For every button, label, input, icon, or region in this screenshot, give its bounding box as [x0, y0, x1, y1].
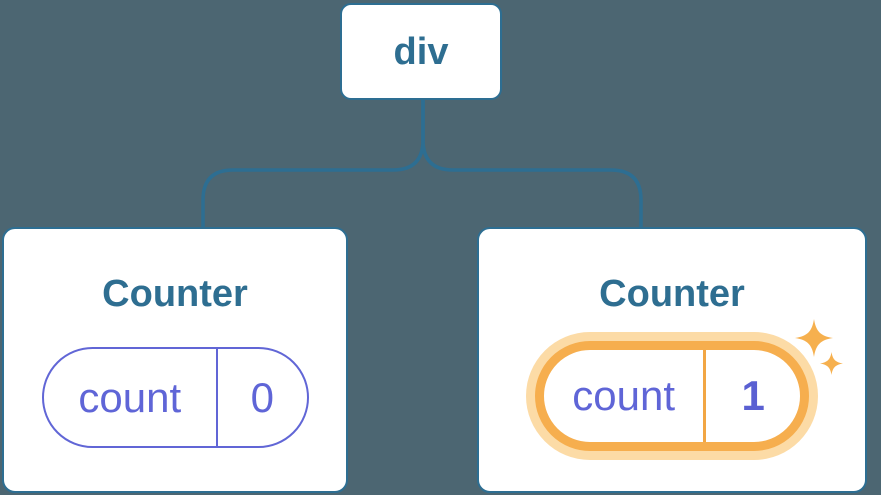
component-title: Counter — [102, 273, 248, 315]
counter-card-left: Counter count 0 — [2, 227, 348, 493]
state-badge-highlighted: count 1 — [535, 341, 809, 451]
badge-divider — [216, 349, 219, 446]
state-badge: count 0 — [41, 347, 309, 448]
connector-left-branch — [201, 99, 425, 230]
state-name-label: count — [78, 373, 182, 421]
counter-card-right: Counter count 1 — [477, 227, 867, 493]
state-name-label: count — [572, 372, 676, 419]
badge-divider — [703, 350, 707, 442]
sparkle-icon — [795, 319, 843, 375]
sparkle-large-icon — [795, 319, 833, 357]
state-value: 1 — [741, 372, 765, 419]
connector-right-branch — [421, 99, 643, 230]
component-title: Counter — [599, 273, 745, 315]
state-value: 0 — [250, 373, 274, 421]
root-node-label: div — [393, 30, 449, 73]
sparkle-small-icon — [820, 352, 843, 375]
root-node: div — [340, 3, 502, 100]
